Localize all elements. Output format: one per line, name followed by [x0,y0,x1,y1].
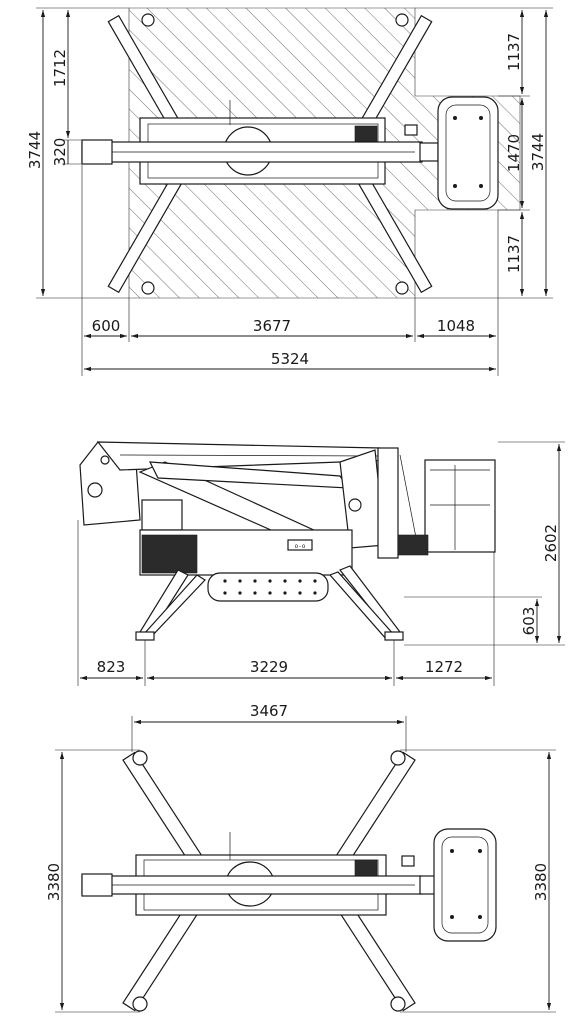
bottom-view: 3467 3380 3380 [45,702,556,1013]
top-outriggers [107,13,433,295]
top-view: 3744 1712 320 3744 1137 1470 1137 600 36… [26,7,553,376]
dim-side-front-overhang: 1272 [425,658,463,676]
side-outrigger-right [339,565,401,637]
dim-top-upper-left: 1712 [51,49,69,87]
dim-top-overall-length: 5324 [271,350,309,368]
side-platform [424,459,496,553]
side-engine-box [141,499,183,531]
dim-side-pad-span: 3229 [250,658,288,676]
dim-top-overall-height-right: 3744 [529,133,547,171]
bottom-platform [433,828,497,942]
top-platform [437,96,499,210]
dim-top-outrigger-span: 3677 [253,317,291,335]
dim-top-front-overhang: 1048 [437,317,475,335]
dim-bottom-height-right: 3380 [532,863,550,901]
dim-top-rear-overhang: 600 [92,317,121,335]
side-view: o-o 2602 603 [77,441,565,686]
track-dots [223,579,317,595]
dim-side-overall-height: 2602 [542,524,560,562]
dim-side-rear-overhang: 823 [97,658,126,676]
dim-top-lower-right: 1137 [505,235,523,273]
dim-top-platform-width: 1470 [505,134,523,172]
bottom-outriggers [122,750,416,1012]
dim-bottom-outrigger-span: 3467 [250,702,288,720]
svg-text:o-o: o-o [295,543,306,550]
dim-bottom-height-left: 3380 [45,863,63,901]
dim-side-ground-clearance: 603 [520,607,538,636]
dim-top-boom-offset: 320 [51,138,69,167]
side-track [207,572,329,602]
dim-top-upper-right: 1137 [505,33,523,71]
dim-top-overall-height-left: 3744 [26,131,44,169]
